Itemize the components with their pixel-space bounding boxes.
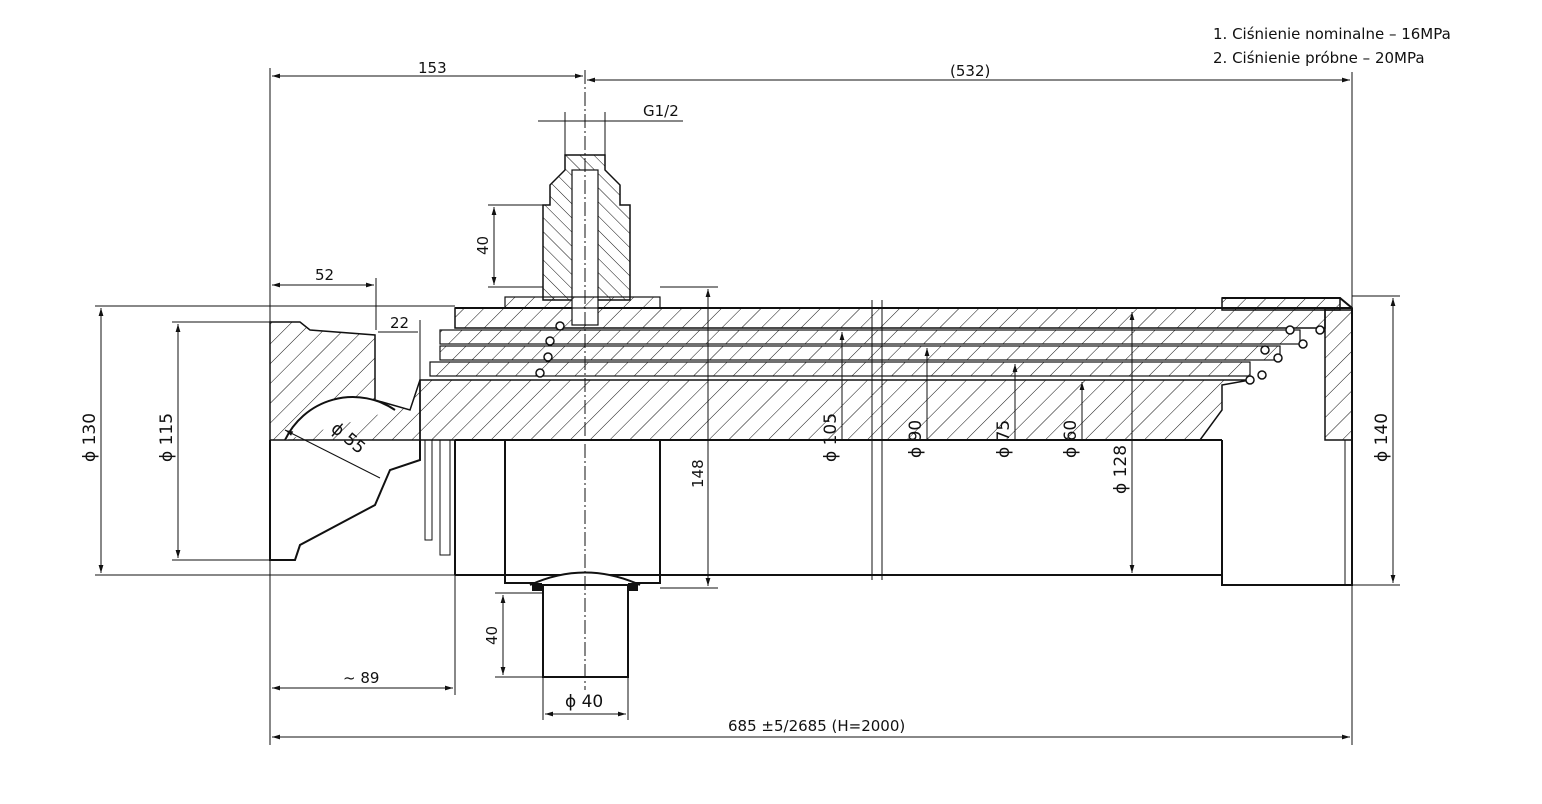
dim-diameter-90: ϕ 90: [906, 420, 926, 458]
dimension-labels: 153 (532) G1/2 40 52 22 ϕ 130 ϕ 115 ϕ 55…: [80, 59, 1392, 735]
dim-diameter-60: ϕ 60: [1061, 420, 1081, 458]
dim-52: 52: [315, 266, 334, 284]
dim-diameter-105: ϕ 105: [821, 413, 841, 462]
note-test-pressure: 2. Ciśnienie próbne – 20MPa: [1213, 49, 1425, 67]
note-nominal-pressure: 1. Ciśnienie nominalne – 16MPa: [1213, 25, 1451, 43]
dim-overall-length: 685 ±5/2685 (H=2000): [728, 717, 905, 735]
technical-notes: 1. Ciśnienie nominalne – 16MPa 2. Ciśnie…: [1213, 22, 1451, 70]
cylinder-body: [269, 154, 1353, 678]
dim-diameter-128: ϕ 128: [1111, 445, 1131, 494]
dim-22: 22: [390, 314, 409, 332]
dim-148: 148: [689, 459, 707, 488]
dim-89: ~ 89: [343, 669, 379, 687]
dim-diameter-115: ϕ 115: [157, 413, 177, 462]
dim-40-port: 40: [474, 236, 492, 255]
dim-thread-g12: G1/2: [643, 102, 679, 120]
dim-153: 153: [418, 59, 447, 77]
dim-diameter-75: ϕ 75: [994, 420, 1014, 458]
dim-40-pin: 40: [483, 626, 501, 645]
dim-diameter-140: ϕ 140: [1372, 413, 1392, 462]
dim-532: (532): [950, 62, 990, 80]
dimension-lines: [95, 68, 1400, 745]
dim-diameter-130: ϕ 130: [80, 413, 100, 462]
dim-diameter-40: ϕ 40: [565, 692, 603, 712]
